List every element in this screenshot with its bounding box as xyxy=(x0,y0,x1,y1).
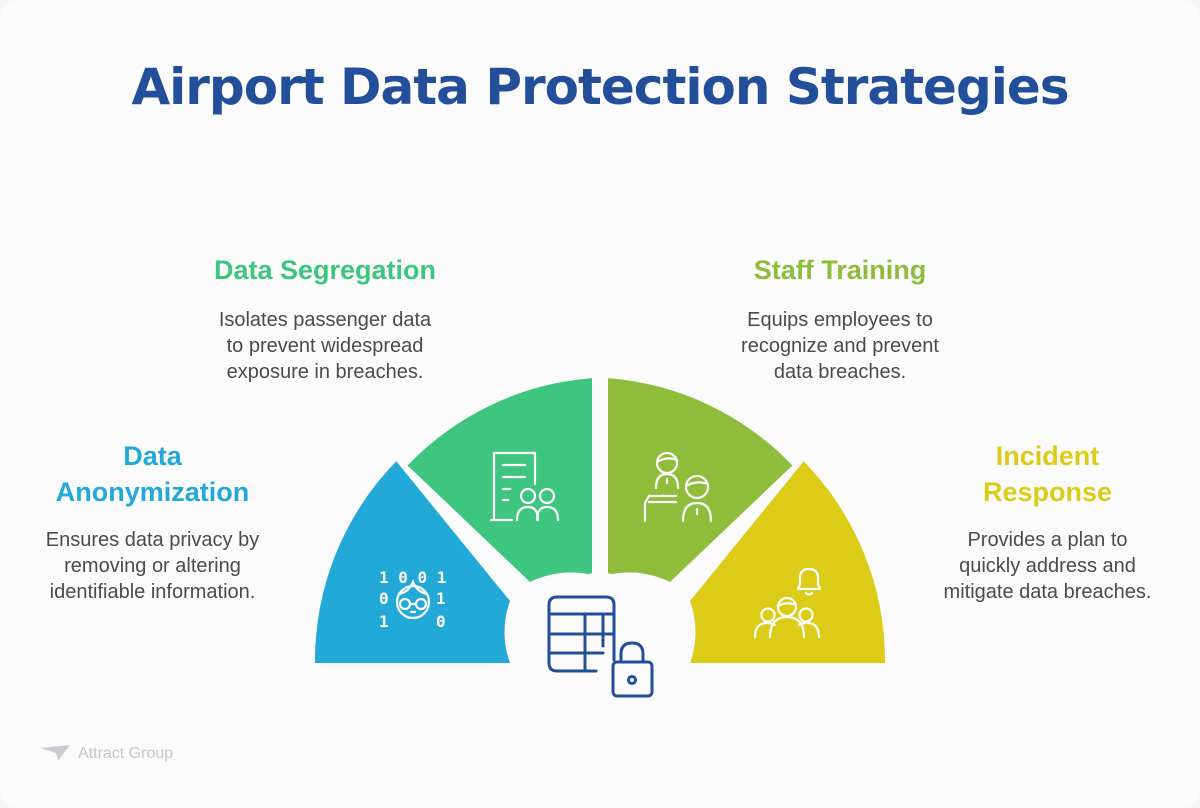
binary-right-3: 0 xyxy=(436,612,446,631)
segment-incident xyxy=(690,461,886,663)
strategy-description: Ensures data privacy by removing or alte… xyxy=(20,527,285,605)
desc-line: Ensures data privacy by xyxy=(45,529,260,551)
heading-line: Data Segregation xyxy=(213,255,437,285)
strategy-description: Provides a plan to quickly address and m… xyxy=(915,527,1180,605)
segment-training xyxy=(608,378,793,582)
strategy-heading: Data Segregation xyxy=(180,252,470,288)
desc-line: exposure in breaches. xyxy=(226,361,424,383)
desc-line: removing or altering xyxy=(64,555,241,577)
binary-left-2: 0 xyxy=(379,589,389,608)
desc-line: identifiable information. xyxy=(49,581,256,603)
desc-line: Equips employees to xyxy=(747,309,933,331)
brand-logo: Attract Group xyxy=(40,745,173,763)
strategy-description: Isolates passenger data to prevent wides… xyxy=(180,307,470,385)
desc-line: mitigate data breaches. xyxy=(943,581,1152,603)
heading-line: Data xyxy=(123,441,182,471)
page-title: Airport Data Protection Strategies xyxy=(131,58,1069,116)
strategy-training: Staff Training Equips employees to recog… xyxy=(700,252,980,385)
heading-line: Incident xyxy=(995,441,1100,471)
desc-line: data breaches. xyxy=(773,361,907,383)
strategy-segregation: Data Segregation Isolates passenger data… xyxy=(180,252,470,385)
desc-line: Provides a plan to xyxy=(967,529,1128,551)
heading-line: Response xyxy=(982,477,1113,507)
segment-segregation xyxy=(407,378,592,582)
segment-anonymization xyxy=(314,461,510,663)
training-people-icon xyxy=(643,451,713,523)
strategy-anonymization: Data Anonymization Ensures data privacy … xyxy=(20,438,285,605)
binary-left-3: 1 xyxy=(379,612,389,631)
document-people-icon xyxy=(489,451,560,522)
desc-line: recognize and prevent xyxy=(741,335,939,357)
binary-face-icon xyxy=(395,579,431,620)
desc-line: quickly address and xyxy=(959,555,1136,577)
desc-line: Isolates passenger data xyxy=(218,309,432,331)
strategy-heading: Incident Response xyxy=(915,438,1180,510)
desc-line: to prevent widespread xyxy=(226,335,424,357)
binary-row-1: 1 0 0 1 xyxy=(379,568,446,587)
inner-hub xyxy=(510,573,690,663)
binary-right-2: 1 xyxy=(436,589,446,608)
strategy-heading: Data Anonymization xyxy=(20,438,285,510)
logo-text: Attract Group xyxy=(78,745,174,762)
table-lock-icon xyxy=(547,595,654,698)
strategy-incident: Incident Response Provides a plan to qui… xyxy=(915,438,1180,605)
heading-line: Anonymization xyxy=(55,477,250,507)
paper-plane-icon xyxy=(40,745,70,761)
heading-line: Staff Training xyxy=(753,255,927,285)
binary-digits: 1 0 0 1 0 1 1 0 xyxy=(379,568,446,631)
strategy-description: Equips employees to recognize and preven… xyxy=(700,307,980,385)
bell-group-icon xyxy=(753,567,822,639)
strategy-heading: Staff Training xyxy=(700,252,980,288)
